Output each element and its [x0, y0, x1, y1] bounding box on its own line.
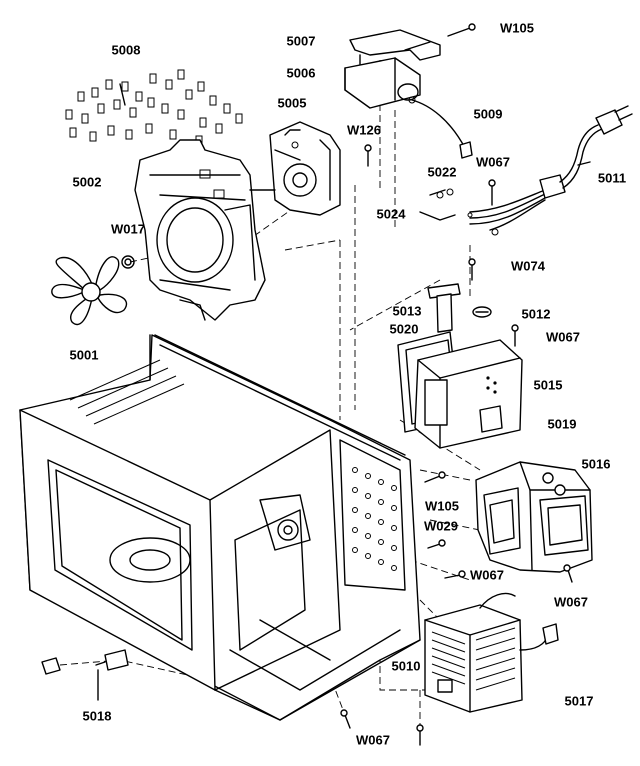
- part-label-5015: 5015: [533, 377, 563, 393]
- part-label-5020: 5020: [389, 321, 419, 337]
- part-label-w029: W029: [424, 518, 458, 534]
- part-label-w105-mid: W105: [425, 498, 459, 514]
- screw-w067-bottom: [416, 724, 424, 746]
- part-label-5001: 5001: [69, 347, 99, 363]
- fan-blade-5001: [51, 255, 135, 326]
- lamp-socket-5013: [427, 283, 461, 333]
- part-label-5018: 5018: [82, 708, 112, 724]
- part-label-5011: 5011: [597, 170, 627, 186]
- screw-w067-magnetron: [563, 564, 573, 583]
- hv-diode-5009: [408, 96, 473, 159]
- screw-w074: [468, 258, 476, 281]
- screw-w067-top: [488, 179, 496, 206]
- part-label-5005: 5005: [277, 95, 307, 111]
- clip-set-5008: [65, 69, 243, 146]
- part-label-5008: 5008: [111, 42, 141, 58]
- hv-transformer-5017: [424, 592, 559, 713]
- part-label-5016: 5016: [581, 456, 611, 472]
- mounting-plate-5015: [414, 339, 523, 449]
- part-label-5007: 5007: [286, 33, 316, 49]
- screw-w067-mid: [444, 570, 466, 579]
- part-label-5002: 5002: [72, 174, 102, 190]
- part-label-5024: 5024: [376, 206, 406, 222]
- part-label-5013: 5013: [392, 303, 422, 319]
- screw-w105-top: [447, 23, 476, 37]
- part-label-5022: 5022: [427, 164, 457, 180]
- part-label-5012: 5012: [521, 306, 551, 322]
- part-label-w067-a: W067: [476, 154, 510, 170]
- screw-w126: [364, 144, 372, 167]
- part-label-w074: W074: [511, 258, 545, 274]
- part-label-w067-b: W067: [546, 329, 580, 345]
- part-label-5006: 5006: [286, 65, 316, 81]
- part-label-w017: W017: [111, 221, 145, 237]
- part-label-5019: 5019: [547, 416, 577, 432]
- wire-harness-5024: [419, 174, 566, 236]
- part-label-w067-d: W067: [554, 594, 588, 610]
- magnetron-5016: [475, 461, 593, 573]
- screw-w067-right: [511, 324, 519, 347]
- part-label-5009: 5009: [473, 106, 503, 122]
- screw-w067-bottom-left: [340, 709, 351, 729]
- screw-w105-mid: [424, 471, 446, 483]
- part-label-w067-c: W067: [470, 567, 504, 583]
- part-label-w067-e: W067: [356, 732, 390, 748]
- screw-w029: [427, 539, 446, 549]
- power-cord-5011: [559, 105, 633, 189]
- door-switch-5018: [41, 649, 129, 701]
- part-label-5017: 5017: [564, 693, 594, 709]
- thermal-cutout-5012: [472, 306, 492, 318]
- part-label-5010: 5010: [391, 658, 421, 674]
- part-label-w105-top: W105: [500, 20, 534, 36]
- capacitor-bracket-5007: [349, 29, 441, 71]
- part-label-w126: W126: [347, 122, 381, 138]
- oven-cabinet-5010: [19, 334, 421, 721]
- fan-motor-5005: [249, 121, 341, 216]
- hv-capacitor-5006: [344, 57, 421, 109]
- fan-duct-bracket-5002: [134, 139, 266, 321]
